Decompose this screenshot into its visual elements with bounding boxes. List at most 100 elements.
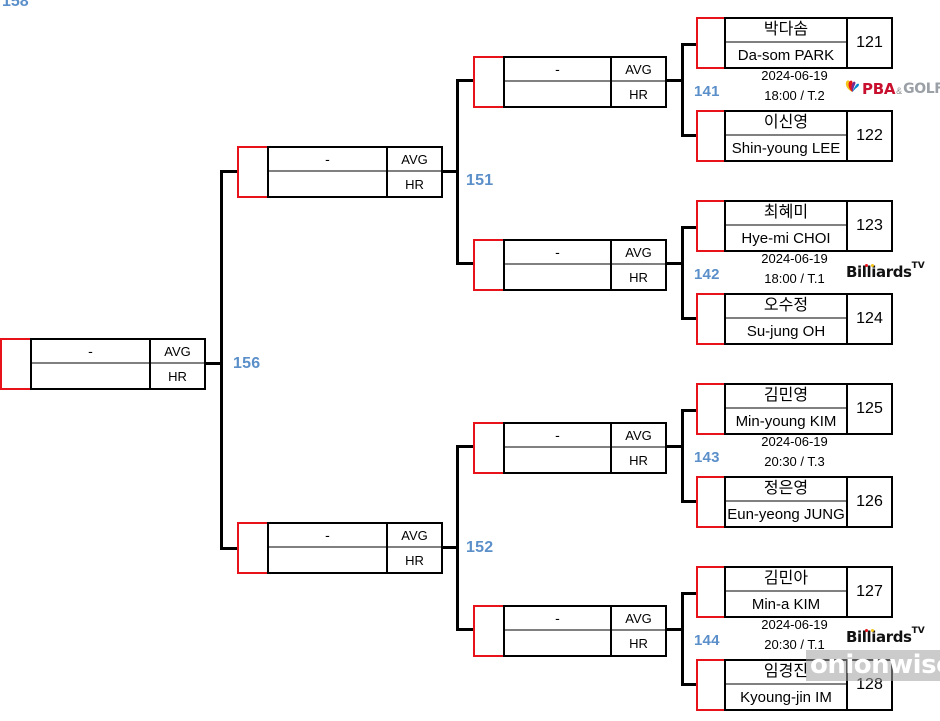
final-seed-cell — [0, 338, 30, 390]
qf1-avg-label: AVG — [612, 58, 665, 82]
final-name-placeholder: - — [32, 340, 149, 364]
connector-sf1-bottom-arm — [456, 262, 474, 265]
qf2-name-cell: - — [503, 239, 611, 291]
player-125-number: 125 — [847, 383, 893, 435]
qf1-name-placeholder: - — [505, 58, 610, 82]
player-126-name-cell: 정은영 Eun-yeong JUNG — [724, 476, 847, 528]
match-number-151[interactable]: 151 — [466, 172, 494, 189]
billiards-tv-logo-144: Billiards TV — [846, 626, 925, 646]
final-match-box[interactable]: - AVG HR — [0, 338, 206, 390]
billiards-wordmark: Billiards — [846, 263, 912, 281]
semifinal-match-box-152[interactable]: - AVG HR — [237, 522, 443, 574]
billiards-dot-yellow-2 — [871, 629, 874, 632]
qf4-stat-cell: AVG HR — [611, 605, 667, 657]
match-144-info: 2024-06-19 20:30 / T.1 — [713, 615, 876, 655]
connector-trunk-sf2 — [456, 445, 459, 631]
player-124-name-en: Su-jung OH — [746, 322, 826, 340]
qf3-hr-label: HR — [629, 452, 648, 468]
match-143-date: 2024-06-19 — [761, 434, 828, 449]
connector-qf141-out — [667, 79, 682, 82]
player-127-number: 127 — [847, 566, 893, 618]
match-number-141[interactable]: 141 — [694, 83, 720, 100]
match-number-152[interactable]: 152 — [466, 539, 494, 556]
player-124-seed-cell — [696, 293, 724, 345]
match-143-info: 2024-06-19 20:30 / T.3 — [713, 432, 876, 472]
sf152-stat-cell: AVG HR — [387, 522, 443, 574]
connector-qf142-bottom-arm — [681, 317, 697, 320]
player-127-name-cell: 김민아 Min-a KIM — [724, 566, 847, 618]
semifinal-match-box-151[interactable]: - AVG HR — [237, 146, 443, 198]
qf3-seed-cell — [473, 422, 503, 474]
connector-trunk-qf142 — [681, 226, 684, 320]
player-126-name-kr: 정은영 — [726, 478, 846, 502]
match-number-144[interactable]: 144 — [694, 632, 720, 649]
match-141-info: 2024-06-19 18:00 / T.2 — [713, 66, 876, 106]
sf151-stat-cell: AVG HR — [387, 146, 443, 198]
tv-superscript: TV — [911, 261, 925, 271]
player-123-name-kr: 최혜미 — [726, 202, 846, 226]
clipped-match-number: 158 — [2, 0, 29, 10]
player-122-name-kr: 이신영 — [726, 112, 846, 136]
qf2-hr-label: HR — [629, 269, 648, 285]
player-128-name-kr: 임경진 — [726, 661, 846, 685]
player-125-seed-cell — [696, 383, 724, 435]
qf4-hr-label: HR — [629, 635, 648, 651]
sf152-hr-label: HR — [405, 552, 424, 568]
player-box-124[interactable]: 오수정 Su-jung OH 124 — [696, 293, 893, 345]
qf1-name-empty — [505, 82, 610, 106]
match-number-156[interactable]: 156 — [233, 355, 261, 372]
sf151-name-placeholder: - — [269, 148, 386, 172]
connector-qf144-top-arm — [681, 592, 697, 595]
qf-box-lower-2[interactable]: - AVG HR — [473, 605, 667, 657]
connector-qf141-bottom-arm — [681, 134, 697, 137]
qf-box-lower-1[interactable]: - AVG HR — [473, 422, 667, 474]
qf1-stat-cell: AVG HR — [611, 56, 667, 108]
player-125-name-en: Min-young KIM — [735, 412, 837, 430]
connector-trunk-final — [220, 170, 223, 550]
qf2-name-empty — [505, 265, 610, 289]
player-128-name-cell: 임경진 Kyoung-jin IM — [724, 659, 847, 711]
player-box-121[interactable]: 박다솜 Da-som PARK 121 — [696, 17, 893, 69]
player-121-name-kr: 박다솜 — [726, 19, 846, 43]
connector-trunk-sf1 — [456, 79, 459, 265]
connector-qf143-top-arm — [681, 409, 697, 412]
match-142-date: 2024-06-19 — [761, 251, 828, 266]
match-number-143[interactable]: 143 — [694, 449, 720, 466]
player-123-seed-cell — [696, 200, 724, 252]
sf151-seed-cell — [237, 146, 267, 198]
player-125-name-cell: 김민영 Min-young KIM — [724, 383, 847, 435]
match-number-142[interactable]: 142 — [694, 266, 720, 283]
player-125-name-kr: 김민영 — [726, 385, 846, 409]
qf2-avg-label: AVG — [612, 241, 665, 265]
connector-qf142-out — [667, 262, 682, 265]
billiards-wordmark-2: Billiards — [846, 628, 912, 646]
qf2-seed-cell — [473, 239, 503, 291]
player-box-123[interactable]: 최혜미 Hye-mi CHOI 123 — [696, 200, 893, 252]
final-name-cell: - — [30, 338, 150, 390]
player-122-number: 122 — [847, 110, 893, 162]
billiards-tv-logo-142: Billiards TV — [846, 261, 925, 281]
qf-box-upper-2[interactable]: - AVG HR — [473, 239, 667, 291]
player-box-122[interactable]: 이신영 Shin-young LEE 122 — [696, 110, 893, 162]
player-box-126[interactable]: 정은영 Eun-yeong JUNG 126 — [696, 476, 893, 528]
qf3-avg-label: AVG — [612, 424, 665, 448]
player-122-seed-cell — [696, 110, 724, 162]
final-stat-cell: AVG HR — [150, 338, 206, 390]
sf151-name-cell: - — [267, 146, 387, 198]
match-143-time: 20:30 / T.3 — [764, 454, 825, 470]
player-box-125[interactable]: 김민영 Min-young KIM 125 — [696, 383, 893, 435]
sf151-avg-label: AVG — [388, 148, 441, 172]
player-126-number: 126 — [847, 476, 893, 528]
final-avg-label: AVG — [151, 340, 204, 364]
golf-wordmark: GOLF — [903, 80, 940, 97]
sf152-name-cell: - — [267, 522, 387, 574]
connector-final-bottom-arm — [220, 547, 238, 550]
player-127-name-kr: 김민아 — [726, 568, 846, 592]
match-144-date: 2024-06-19 — [761, 617, 828, 632]
player-123-number: 123 — [847, 200, 893, 252]
qf3-name-cell: - — [503, 422, 611, 474]
player-box-127[interactable]: 김민아 Min-a KIM 127 — [696, 566, 893, 618]
connector-final-out — [206, 362, 222, 365]
qf-box-upper-1[interactable]: - AVG HR — [473, 56, 667, 108]
